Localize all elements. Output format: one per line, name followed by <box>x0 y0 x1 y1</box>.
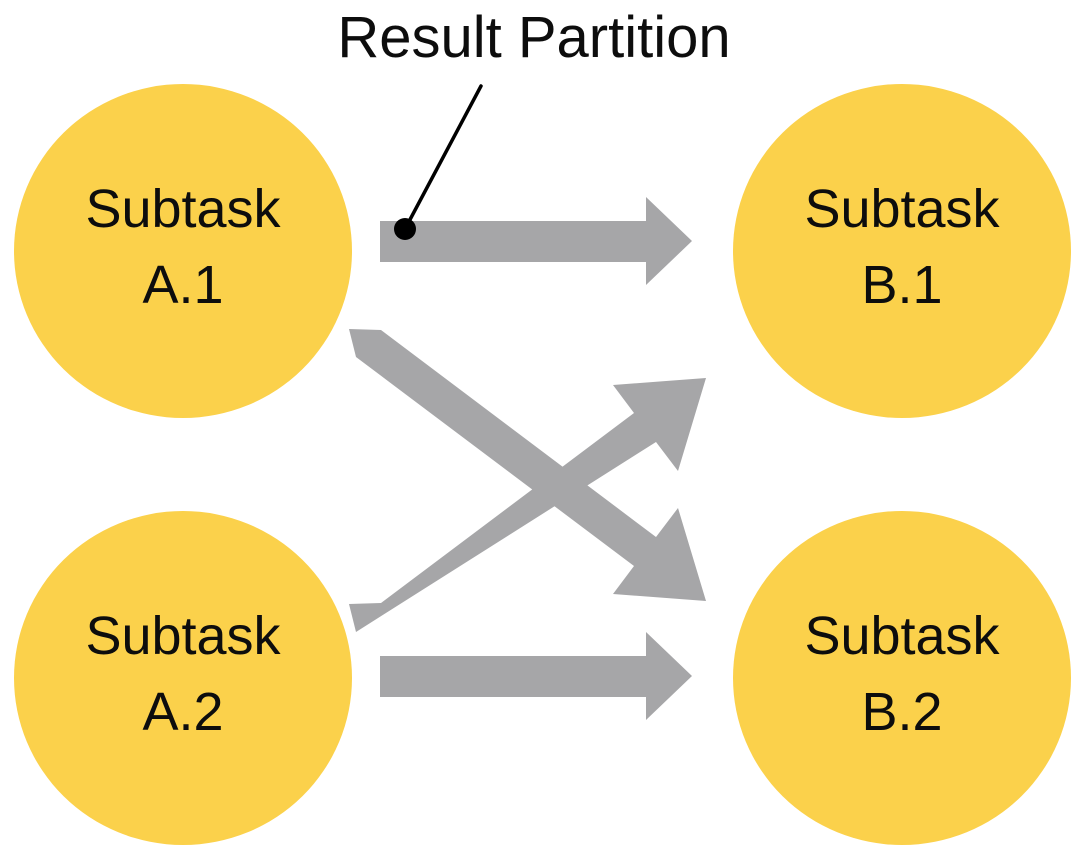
node-circle <box>733 84 1071 418</box>
node-label-line2: B.2 <box>861 682 942 742</box>
arrow-diagonal-up <box>349 378 706 632</box>
node-subtask-b1[interactable]: Subtask B.1 <box>733 84 1071 418</box>
result-partition-dot <box>394 218 416 240</box>
result-partition-callout: Result Partition <box>337 5 731 240</box>
callout-leader-line <box>403 84 483 231</box>
node-label-line2: A.1 <box>142 255 223 315</box>
node-label-line1: Subtask <box>804 179 1000 239</box>
arrow-straight-top <box>380 197 692 285</box>
node-subtask-a1[interactable]: Subtask A.1 <box>14 84 352 418</box>
arrow-diagonal-down <box>349 329 706 601</box>
node-subtask-a2[interactable]: Subtask A.2 <box>14 511 352 845</box>
edge-a2-b1[interactable] <box>349 378 706 632</box>
node-circle <box>14 511 352 845</box>
edge-a2-b2[interactable] <box>380 632 692 720</box>
arrow-straight-bottom <box>380 632 692 720</box>
node-subtask-b2[interactable]: Subtask B.2 <box>733 511 1071 845</box>
node-circle <box>733 511 1071 845</box>
node-label-line1: Subtask <box>804 606 1000 666</box>
result-partition-label: Result Partition <box>337 5 730 70</box>
edge-a1-b1[interactable] <box>380 197 692 285</box>
edge-a1-b2[interactable] <box>349 329 706 601</box>
node-label-line2: B.1 <box>861 255 942 315</box>
node-label-line1: Subtask <box>85 179 281 239</box>
node-label-line1: Subtask <box>85 606 281 666</box>
node-label-line2: A.2 <box>142 682 223 742</box>
node-circle <box>14 84 352 418</box>
